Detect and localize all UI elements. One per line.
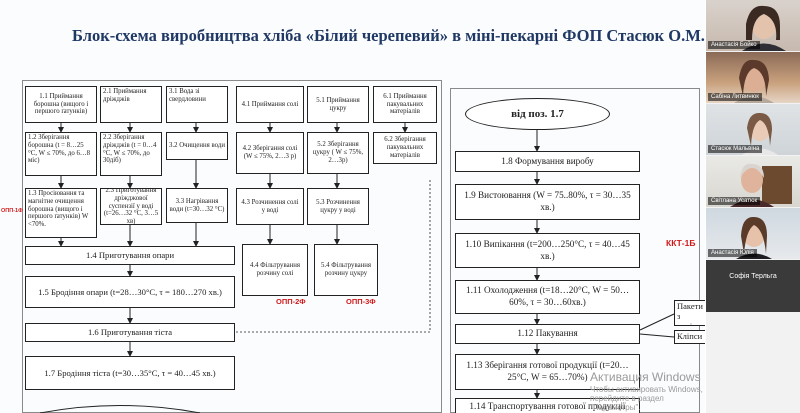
participant-name: Софія Терльга <box>729 273 777 280</box>
box-1-3: 1.3 Просіювання та магнітне очищення бор… <box>25 188 97 238</box>
participant-tile[interactable]: Світлана Усатюк <box>706 156 800 207</box>
box-5-2: 5.2 Зберігання цукру ( W ≤ 75%, 2…3р) <box>307 132 369 174</box>
box-2-2: 2.2 Зберігання дріжджів (t = 0…4 °С, W ≤… <box>100 132 162 176</box>
box-3-3: 3.3 Нагрівання води (t=30…32 °С) <box>166 188 228 223</box>
windows-activation-text: Чтобы активировать Windows, перейдите в … <box>590 385 703 412</box>
box-1-14: 1.14 Транспортування готової продукції <box>455 398 640 413</box>
box-3-2: 3.2 Очищення води <box>166 132 228 160</box>
participant-tile[interactable]: Сабіна Литвинюк <box>706 52 800 103</box>
participant-tile[interactable]: Анастасія Юлія <box>706 208 800 259</box>
label-opp2: ОПП-2Ф <box>276 297 306 306</box>
box-4-1: 4.1 Приймання солі <box>236 86 304 123</box>
box-6-2: 6.2 Зберігання пакувальних матеріалів <box>373 132 437 164</box>
label-opp3: ОПП-3Ф <box>346 297 376 306</box>
box-2-1: 2.1 Приймання дріжджів <box>100 86 162 123</box>
participants-video-panel: Анастасія Бойко Сабіна Литвинюк Стасюк М… <box>706 0 800 413</box>
label-opp1: ОПП-1Ф <box>1 208 23 214</box>
participant-tile[interactable]: Анастасія Бойко <box>706 0 800 51</box>
participant-name: Анастасія Юлія <box>708 249 757 257</box>
box-1-2: 1.2 Зберігання борошна (t = 8…25 °С, W ≤… <box>25 132 97 176</box>
box-6-1: 6.1 Приймання пакувальних матеріалів <box>373 86 437 123</box>
box-5-3: 5.3 Розчинення цукру у воді <box>307 188 369 225</box>
box-3-1: 3.1 Вода зі свердловини <box>166 86 228 123</box>
box-1-5: 1.5 Бродіння опари (t=28…30°С, τ = 180…2… <box>25 276 235 308</box>
box-5-1: 5.1 Приймання цукру <box>307 86 369 123</box>
box-5-4: 5.4 Фільтрування розчину цукру <box>314 244 378 296</box>
box-1-10: 1.10 Випікання (t=200…250°С, τ = 40…45 х… <box>455 233 640 268</box>
box-1-7: 1.7 Бродіння тіста (t=30…35°С, τ = 40…45… <box>25 356 235 390</box>
participant-tile[interactable]: Софія Терльга <box>706 260 800 312</box>
flow-connectors <box>39 123 675 413</box>
oval-from-1-7: від поз. 1.7 <box>465 98 610 130</box>
box-4-3: 4.3 Розчинення солі у воді <box>236 188 304 225</box>
box-2-3: 2.3 Приготування дріжджової суспензії у … <box>100 188 162 225</box>
side-clips: Кліпси <box>674 330 705 344</box>
box-1-9: 1.9 Вистоювання (W = 75..80%, τ = 30…35 … <box>455 184 640 220</box>
box-4-4: 4.4 Фільтрування розчину солі <box>242 244 308 296</box>
box-4-2: 4.2 Зберігання солі (W ≤ 75%, 2…3 р) <box>236 132 304 174</box>
box-1-11: 1.11 Охолодження (t=18…20°С, W = 50…60%,… <box>455 280 640 314</box>
side-packets: Пакети з поліпропілену <box>674 300 705 326</box>
participant-tile[interactable]: Стасюк Мальвіна <box>706 104 800 155</box>
box-1-6: 1.6 Приготування тіста <box>25 323 235 342</box>
box-1-13: 1.13 Зберігання готової продукції (t=20…… <box>455 354 640 390</box>
participant-name: Анастасія Бойко <box>708 41 760 49</box>
presentation-slide: Блок-схема виробництва хліба «Білий чере… <box>1 26 705 413</box>
participant-name: Сабіна Литвинюк <box>708 93 762 101</box>
windows-activation-title: Активация Windows <box>590 370 701 384</box>
slide-title: Блок-схема виробництва хліба «Білий чере… <box>72 26 705 45</box>
box-1-12: 1.12 Пакування <box>455 324 640 344</box>
label-kkt: ККТ-1Б <box>666 238 696 248</box>
box-1-4: 1.4 Приготування опари <box>25 246 235 265</box>
box-1-8: 1.8 Формування виробу <box>455 151 640 172</box>
participant-name: Світлана Усатюк <box>708 197 761 205</box>
participant-name: Стасюк Мальвіна <box>708 145 763 153</box>
box-1-1: 1.1 Приймання борошна (вищого і першого … <box>25 86 97 123</box>
